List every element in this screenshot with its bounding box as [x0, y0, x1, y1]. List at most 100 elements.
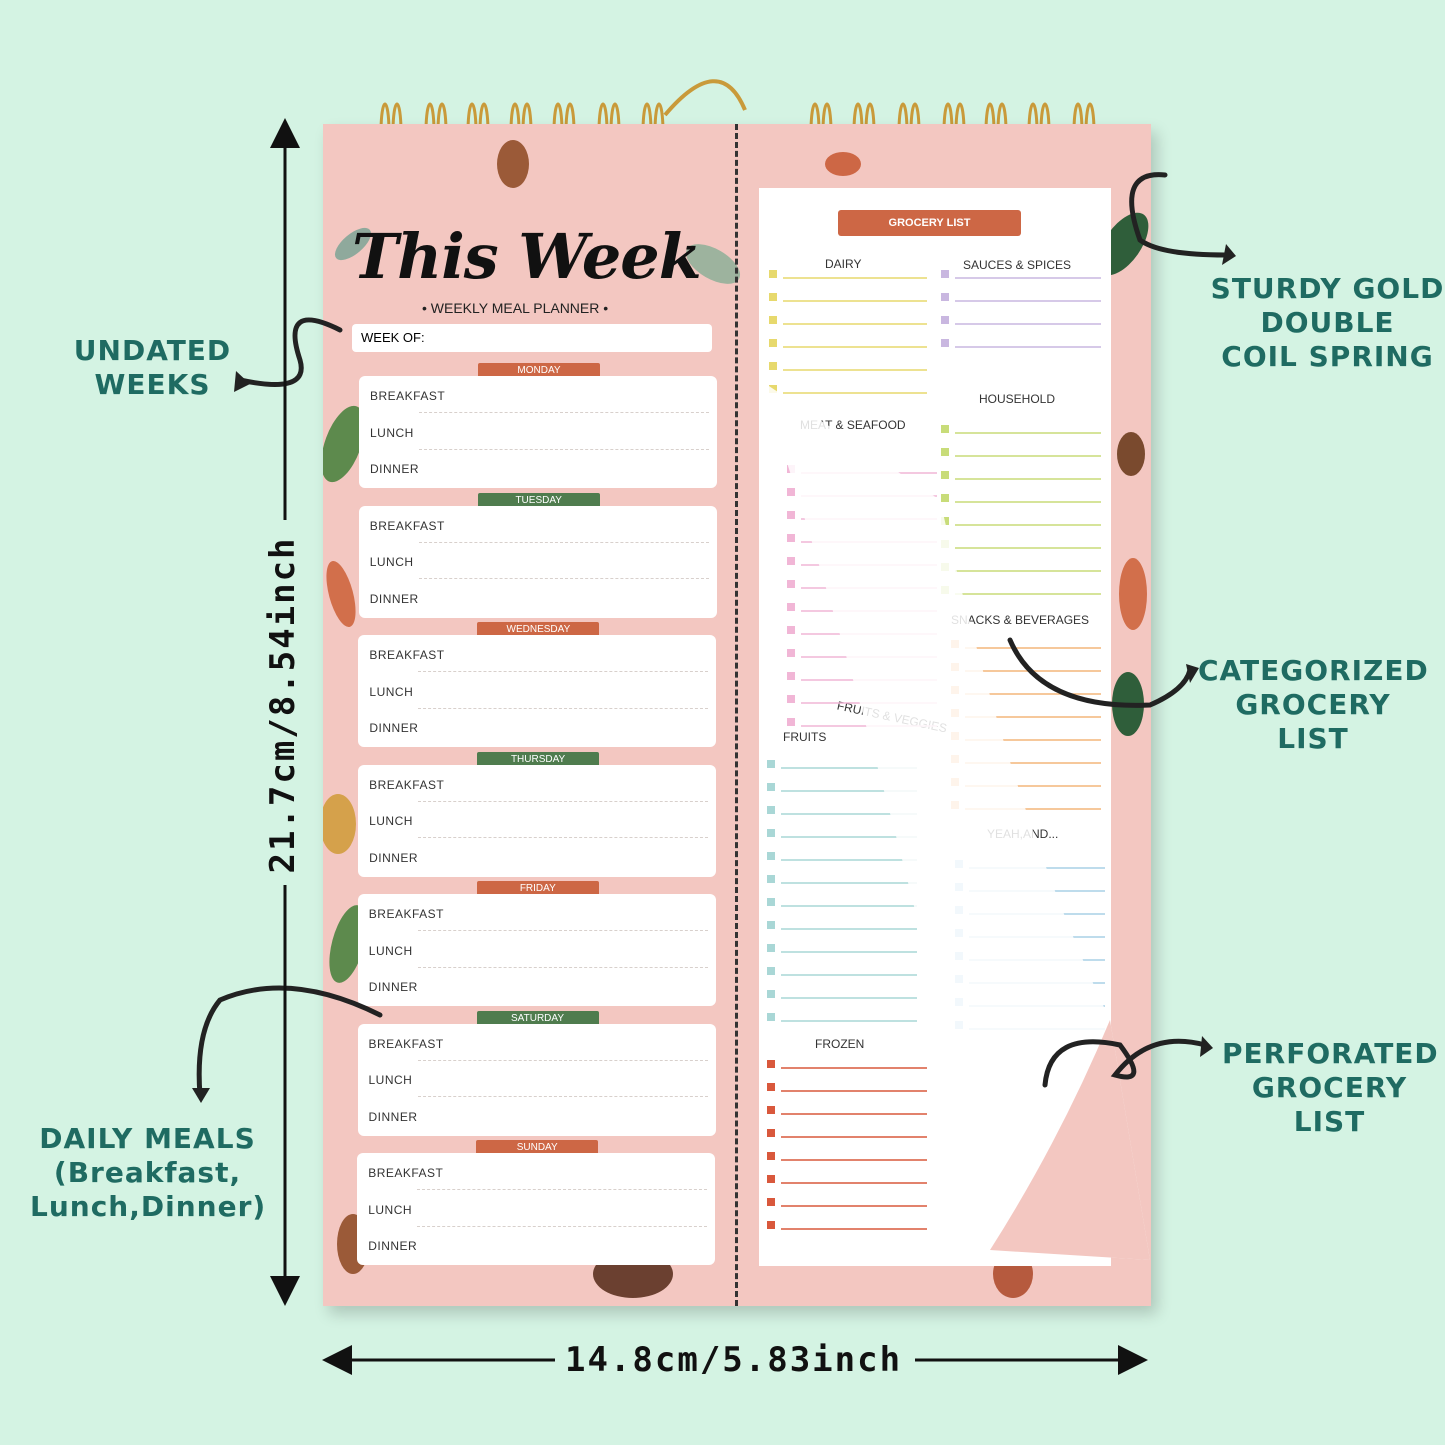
checkbox-icon[interactable] [769, 293, 777, 301]
checkbox-icon[interactable] [767, 852, 775, 860]
checkbox-icon[interactable] [767, 1013, 775, 1021]
meal-label-dinner: DINNER [368, 1239, 418, 1253]
planner-title: This Week [352, 220, 702, 293]
checkbox-icon[interactable] [767, 760, 775, 768]
checkbox-icon[interactable] [767, 1198, 775, 1206]
checkbox-icon[interactable] [787, 580, 795, 588]
meal-write-line [418, 541, 709, 543]
grocery-list-title: GROCERY LIST [838, 210, 1021, 236]
checkbox-icon[interactable] [941, 471, 949, 479]
checkbox-icon[interactable] [769, 362, 777, 370]
checkbox-icon[interactable] [787, 557, 795, 565]
checkbox-icon[interactable] [767, 1221, 775, 1229]
checkbox-icon[interactable] [767, 1175, 775, 1183]
meal-write-line [418, 800, 709, 802]
meal-write-line [417, 1225, 708, 1227]
page-curl-illustration [760, 380, 1150, 1260]
meal-label-breakfast: BREAKFAST [369, 648, 445, 662]
meal-write-line [418, 578, 709, 579]
category-dairy: DAIRY [825, 257, 862, 271]
day-label-sunday: SUNDAY [476, 1140, 599, 1155]
checkbox-icon[interactable] [767, 875, 775, 883]
width-dimension-label: 14.8cm/5.83inch [565, 1340, 903, 1380]
meal-label-lunch: LUNCH [369, 684, 414, 699]
category-sauces-spices: SAUCES & SPICES [963, 258, 1072, 272]
meal-label-lunch: LUNCH [368, 1202, 413, 1217]
meal-label-dinner: DINNER [369, 721, 419, 735]
checkbox-icon[interactable] [941, 517, 949, 525]
meal-label-breakfast: BREAKFAST [368, 1166, 444, 1180]
checkbox-icon[interactable] [787, 511, 795, 519]
checkbox-icon[interactable] [767, 898, 775, 906]
meal-write-line [417, 1059, 708, 1061]
day-label-wednesday: WEDNESDAY [477, 622, 600, 637]
day-box-tuesday[interactable]: BREAKFAST LUNCH DINNER [358, 505, 717, 618]
day-box-sunday[interactable]: BREAKFAST LUNCH DINNER [357, 1153, 716, 1265]
checkbox-icon[interactable] [941, 425, 949, 433]
meal-write-line [418, 837, 709, 838]
day-label-thursday: THURSDAY [477, 751, 600, 767]
checkbox-icon[interactable] [941, 293, 949, 301]
meal-label-breakfast: BREAKFAST [368, 1036, 444, 1051]
checkbox-icon[interactable] [767, 921, 775, 929]
day-label-saturday: SATURDAY [476, 1010, 599, 1026]
checkbox-icon[interactable] [787, 488, 795, 496]
checkbox-icon[interactable] [769, 270, 777, 278]
day-box-wednesday[interactable]: BREAKFAST LUNCH DINNER [358, 635, 717, 747]
checkbox-icon[interactable] [787, 603, 795, 611]
meal-label-dinner: DINNER [369, 591, 419, 606]
day-label-tuesday: TUESDAY [477, 492, 600, 508]
checkbox-icon[interactable] [941, 494, 949, 502]
checkbox-icon[interactable] [767, 990, 775, 998]
planner-subtitle: • WEEKLY MEAL PLANNER • [422, 300, 609, 316]
meal-label-lunch: LUNCH [369, 555, 414, 569]
meal-label-breakfast: BREAKFAST [368, 907, 444, 921]
day-box-monday[interactable]: BREAKFAST LUNCH DINNER [359, 376, 717, 488]
category-fruits: FRUITS [783, 730, 827, 744]
category-snacks-beverages: SNACKS & BEVERAGES [951, 613, 1090, 627]
checkbox-icon[interactable] [787, 649, 795, 657]
meal-label-lunch: LUNCH [369, 814, 413, 828]
checkbox-icon[interactable] [767, 944, 775, 952]
callout-daily-meals: DAILY MEALS(Breakfast,Lunch,Dinner) [30, 1122, 267, 1223]
checkbox-icon[interactable] [767, 783, 775, 791]
checkbox-icon[interactable] [767, 1152, 775, 1160]
checkbox-icon[interactable] [787, 672, 795, 680]
checkbox-icon[interactable] [767, 1106, 775, 1114]
meal-label-dinner: DINNER [369, 850, 419, 865]
meal-label-dinner: DINNER [370, 462, 420, 476]
meal-write-line [418, 671, 709, 672]
week-of-field[interactable]: WEEK OF: [352, 324, 712, 352]
checkbox-icon[interactable] [767, 806, 775, 814]
checkbox-icon[interactable] [769, 339, 777, 347]
meal-label-lunch: LUNCH [370, 425, 414, 440]
checkbox-icon[interactable] [787, 695, 795, 703]
checkbox-icon[interactable] [941, 270, 949, 278]
meal-write-line [419, 412, 709, 413]
checkbox-icon[interactable] [941, 339, 949, 347]
category-household: HOUSEHOLD [979, 392, 1056, 406]
day-label-friday: FRIDAY [476, 881, 599, 896]
height-dimension-label: 21.7cm/8.54inch [263, 536, 303, 874]
meal-label-breakfast: BREAKFAST [369, 518, 445, 533]
checkbox-icon[interactable] [941, 316, 949, 324]
checkbox-icon[interactable] [767, 1083, 775, 1091]
checkbox-icon[interactable] [941, 448, 949, 456]
checkbox-icon[interactable] [767, 829, 775, 837]
meal-write-line [418, 707, 709, 709]
checkbox-icon[interactable] [787, 534, 795, 542]
checkbox-icon[interactable] [767, 1129, 775, 1137]
checkbox-icon[interactable] [787, 718, 795, 726]
meal-write-line [417, 930, 708, 931]
checkbox-icon[interactable] [767, 1060, 775, 1068]
checkbox-icon[interactable] [787, 626, 795, 634]
checkbox-icon[interactable] [769, 316, 777, 324]
meal-label-breakfast: BREAKFAST [370, 389, 446, 403]
checkbox-icon[interactable] [767, 967, 775, 975]
